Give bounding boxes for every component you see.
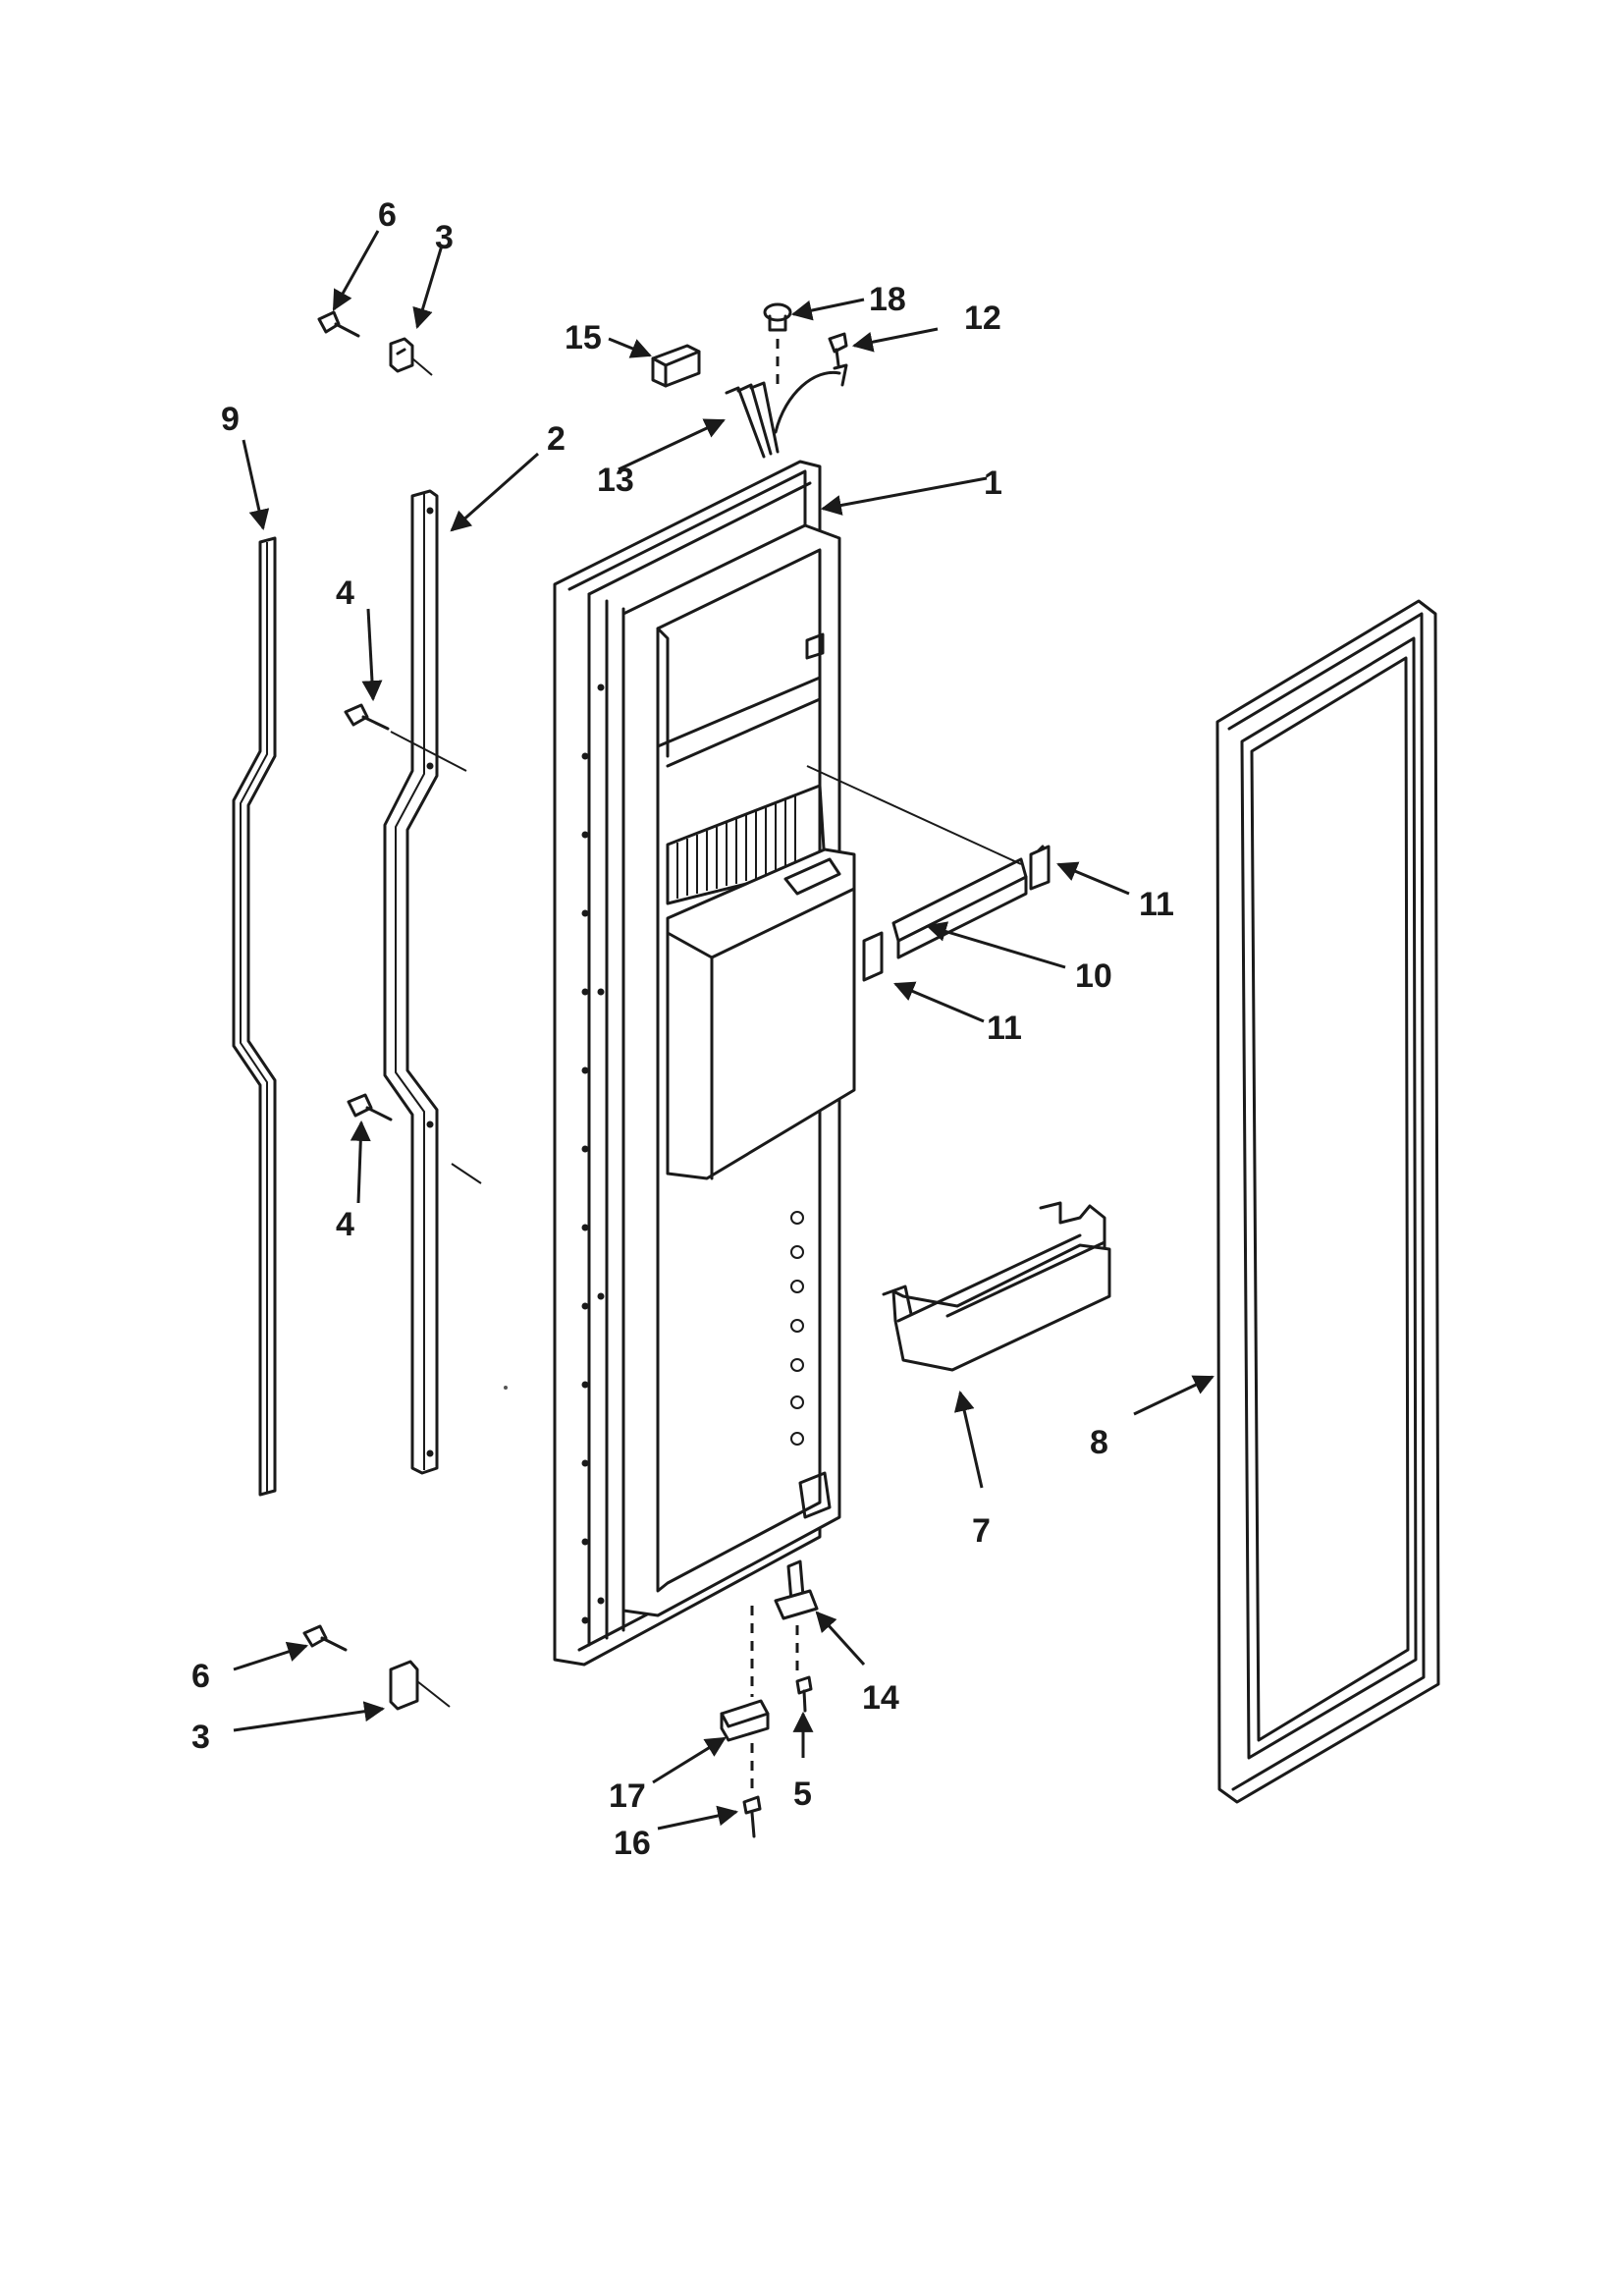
callout-4-upper: 4: [336, 574, 354, 612]
part-11-clip-upper: [1029, 845, 1051, 891]
part-17-bracket: [720, 1606, 770, 1792]
part-14-hinge-pin: [774, 1559, 819, 1674]
part-6-screw-bottom: [302, 1624, 348, 1652]
callout-16: 16: [614, 1825, 651, 1862]
leader-arrows: [233, 230, 1214, 1831]
callout-5: 5: [793, 1776, 812, 1813]
callout-10: 10: [1075, 957, 1112, 995]
part-7-door-bin: [882, 1201, 1111, 1372]
part-9-seal-strip: [232, 536, 277, 1497]
part-3-hinge-bottom: [389, 1660, 451, 1711]
part-2-door-trim: [383, 489, 439, 1475]
callout-15: 15: [565, 319, 602, 356]
callout-11-lower: 11: [987, 1010, 1022, 1047]
stray-dot: [504, 1386, 508, 1390]
callout-labels: 1 2 3 6 9 4 4 13 15 18 12 11 10 11 7 8 1…: [191, 196, 1174, 1862]
callout-2: 2: [547, 420, 566, 458]
callout-8: 8: [1090, 1424, 1108, 1461]
part-1-door-panel: [553, 460, 1022, 1667]
part-3-hinge-top: [389, 337, 433, 376]
part-13-wire-harness: [725, 363, 848, 459]
callout-6-top: 6: [378, 196, 397, 234]
callout-3-bottom: 3: [191, 1719, 210, 1756]
callout-12: 12: [964, 300, 1001, 337]
callout-6-bottom: 6: [191, 1658, 210, 1695]
callout-17: 17: [609, 1777, 646, 1815]
part-6-screw-top: [317, 310, 360, 338]
callout-13: 13: [597, 462, 634, 499]
callout-4-lower: 4: [336, 1206, 354, 1243]
part-15-connector: [651, 344, 701, 388]
part-18-plug: [763, 302, 792, 388]
part-16-screw: [742, 1795, 762, 1838]
callout-9: 9: [221, 401, 240, 438]
part-4-screw-lower: [347, 1093, 482, 1184]
callout-3-top: 3: [435, 219, 454, 256]
callout-11-upper: 11: [1139, 886, 1174, 923]
part-12-screw: [828, 332, 848, 367]
callout-1: 1: [984, 465, 1002, 502]
part-4-screw-upper: [344, 703, 467, 772]
callout-7: 7: [972, 1512, 991, 1550]
part-5-screw: [795, 1675, 813, 1713]
callout-18: 18: [869, 281, 906, 318]
callout-14: 14: [862, 1679, 899, 1717]
part-11-clip-lower: [862, 931, 884, 982]
part-8-door-gasket: [1215, 599, 1440, 1804]
part-10-rail: [891, 857, 1028, 959]
